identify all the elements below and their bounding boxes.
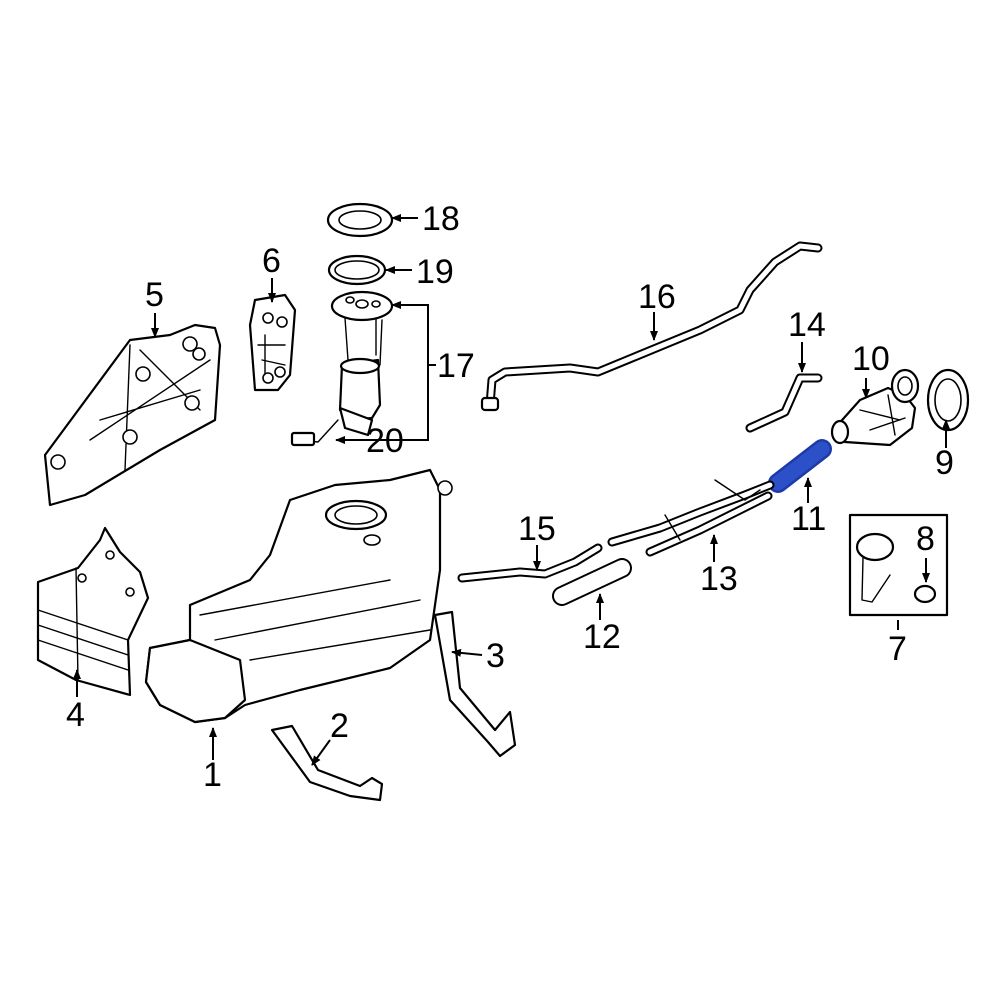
callout-10: 10 <box>852 340 890 378</box>
callout-4: 4 <box>66 696 85 734</box>
callout-11: 11 <box>791 500 826 538</box>
part-5-heat-shield[interactable] <box>43 323 222 507</box>
part-9-seal[interactable] <box>926 368 970 432</box>
callout-16: 16 <box>638 278 676 316</box>
callout-9: 9 <box>935 444 954 482</box>
callout-12: 12 <box>583 618 621 656</box>
callout-8: 8 <box>916 520 935 558</box>
part-8-clip[interactable] <box>913 584 937 604</box>
callout-labels: 1 2 3 4 5 6 7 8 9 10 11 12 13 14 15 16 1… <box>66 200 954 794</box>
part-4-shield[interactable] <box>36 526 150 697</box>
callout-20: 20 <box>366 422 404 460</box>
part-10-filler-neck[interactable] <box>830 368 920 447</box>
part-14-vent-tube[interactable] <box>745 373 823 433</box>
part-3-tank-strap[interactable] <box>433 610 517 758</box>
part-16-fuel-line[interactable] <box>480 241 823 412</box>
callout-1: 1 <box>203 756 222 794</box>
callout-14: 14 <box>788 306 826 344</box>
part-11-filler-hose[interactable] <box>768 439 832 493</box>
callout-15: 15 <box>518 510 556 548</box>
part-15-tube[interactable] <box>457 543 603 583</box>
part-19-gasket[interactable] <box>327 254 387 286</box>
part-18-lock-ring[interactable] <box>326 202 394 238</box>
part-13-vent-lines[interactable] <box>607 479 775 557</box>
part-1-fuel-tank[interactable] <box>144 468 453 724</box>
callout-13: 13 <box>700 560 738 598</box>
leader-lines <box>73 214 950 766</box>
part-2-tank-strap[interactable] <box>270 724 384 802</box>
callout-19: 19 <box>416 253 454 291</box>
part-12-hose[interactable] <box>552 558 632 606</box>
callout-2: 2 <box>330 707 349 745</box>
callout-17: 17 <box>437 347 475 385</box>
callout-6: 6 <box>262 242 281 280</box>
callout-3: 3 <box>486 637 505 675</box>
callout-5: 5 <box>145 276 164 314</box>
callout-18: 18 <box>422 200 460 238</box>
part-6-bracket[interactable] <box>248 293 297 392</box>
callout-7: 7 <box>888 630 907 668</box>
